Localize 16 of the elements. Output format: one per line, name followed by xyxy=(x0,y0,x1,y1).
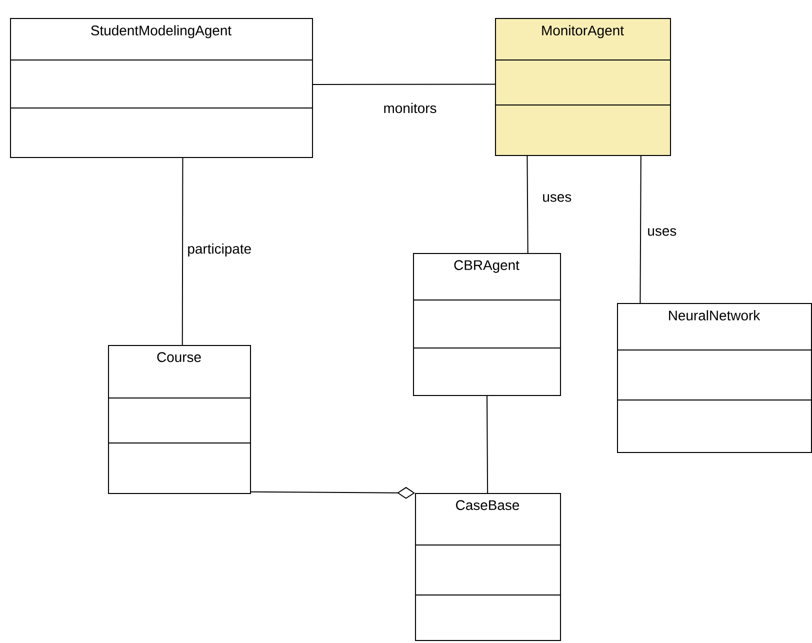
edge-label: uses xyxy=(540,192,574,204)
edge-label: monitors xyxy=(381,100,439,116)
edge-label: uses xyxy=(645,226,679,238)
class-box: CaseBase xyxy=(414,493,561,641)
class-box: NeuralNetwork xyxy=(616,303,812,453)
class-box: Course xyxy=(108,345,251,494)
class-box: MonitorAgent xyxy=(494,18,671,156)
class-box: StudentModelingAgent xyxy=(10,18,313,158)
connector xyxy=(250,486,415,499)
connector xyxy=(312,84,496,85)
edge-label: participate xyxy=(185,242,254,258)
connector xyxy=(486,396,488,494)
class-box: CBRAgent xyxy=(412,253,561,396)
connector xyxy=(526,156,528,254)
connector xyxy=(640,156,642,304)
connector xyxy=(182,158,184,346)
